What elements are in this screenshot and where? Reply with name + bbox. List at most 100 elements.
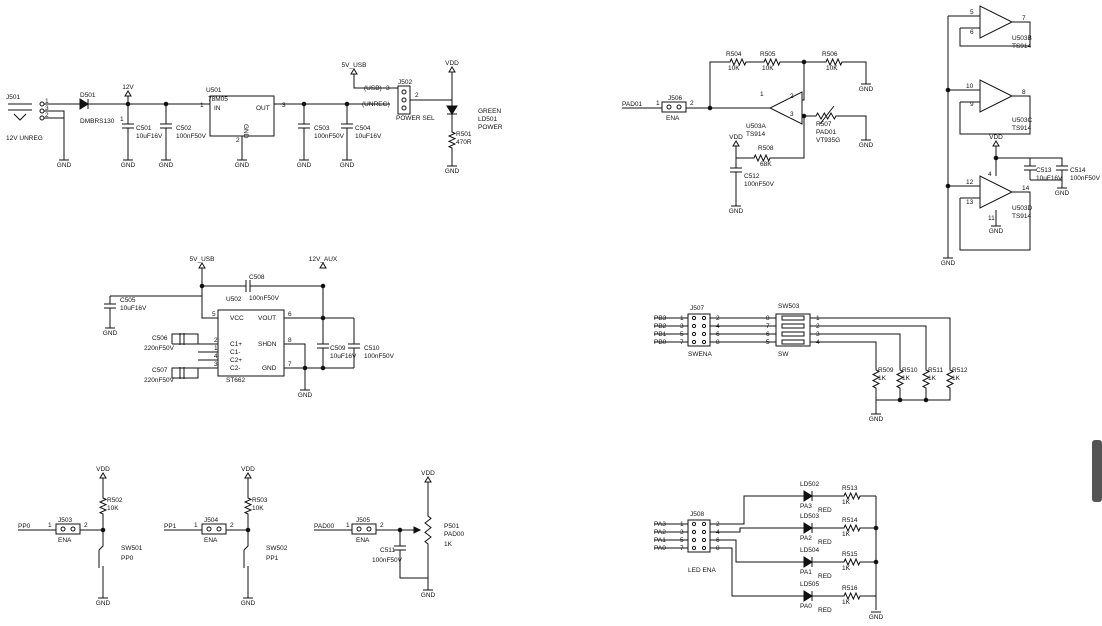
- wire: [840, 115, 867, 140]
- label-out: OUT: [256, 105, 270, 112]
- label-c512v: 100nF50V: [744, 181, 775, 188]
- label-sw502: SW502: [266, 545, 288, 552]
- junction-dot: [897, 397, 903, 403]
- pin: [691, 529, 697, 535]
- label-c503v: 100nF50V: [314, 133, 345, 140]
- label-ena: ENA: [58, 537, 72, 544]
- label-red: RED: [818, 507, 832, 514]
- wire: [810, 317, 951, 366]
- wire: [399, 550, 428, 579]
- label-gnd: GND: [340, 162, 355, 169]
- label-p1: 1: [760, 91, 764, 98]
- label-k1b: 1K: [444, 541, 453, 548]
- label-p2: 2: [214, 337, 218, 344]
- label-j504: J504: [204, 517, 218, 524]
- label-p2: 2: [84, 522, 88, 529]
- wire: [1030, 157, 1063, 166]
- label-r505: R505: [760, 51, 776, 58]
- label-c1m: C1-: [230, 349, 240, 356]
- pin: [206, 526, 212, 532]
- label-green: GREEN: [478, 108, 501, 115]
- pin: [216, 526, 222, 532]
- label-c504v: 10uF16V: [355, 133, 382, 140]
- label-vdd: VDD: [241, 466, 255, 473]
- label-p7: 7: [680, 339, 684, 346]
- pin: [356, 526, 362, 532]
- label-c502: C502: [176, 125, 192, 132]
- label-gnd: GND: [159, 162, 174, 169]
- resistor-r509: [871, 366, 881, 392]
- label-pa1: PA1: [800, 569, 812, 576]
- label-vcc: VCC: [230, 315, 244, 322]
- pot-wiper: [413, 526, 422, 534]
- label-gnd: GND: [859, 142, 874, 149]
- supply-arrow: [350, 68, 358, 75]
- label-c510: C510: [364, 345, 380, 352]
- label-pp1: PP1: [266, 555, 279, 562]
- label-r503: R503: [252, 497, 268, 504]
- label-vdd: VDD: [445, 60, 459, 67]
- junction-dot: [199, 283, 205, 289]
- label-k1: 1K: [842, 499, 851, 506]
- label-p2: 2: [236, 137, 240, 144]
- resistor-r508: [750, 153, 774, 163]
- label-p8: 8: [1022, 89, 1026, 96]
- label-u503a: U503A: [746, 123, 767, 130]
- label-p1: 1: [45, 98, 49, 105]
- supply-arrow: [244, 472, 252, 479]
- label-red: RED: [818, 539, 832, 546]
- label-p7: 7: [288, 361, 292, 368]
- label-r516: R516: [842, 585, 858, 592]
- wire: [810, 333, 901, 366]
- pin: [701, 315, 707, 321]
- wire: [810, 341, 877, 366]
- label-st662: ST662: [226, 377, 246, 384]
- label-r504: R504: [726, 51, 742, 58]
- label-u501: U501: [206, 87, 222, 94]
- label-p1: 1: [194, 522, 198, 529]
- pin: [701, 331, 707, 337]
- wire: [353, 74, 398, 89]
- label-vout: VOUT: [258, 315, 276, 322]
- label-c511: C511: [380, 547, 395, 554]
- label-pp1: PP1: [164, 523, 177, 530]
- label-r514: R514: [842, 517, 858, 524]
- pin: [691, 339, 697, 345]
- label-r501v: 470R: [456, 139, 472, 146]
- dip-switch-slider: [781, 331, 805, 337]
- label-p5: 5: [766, 339, 770, 346]
- label-r508: R508: [758, 145, 774, 152]
- label-c503: C503: [314, 125, 330, 132]
- label-p7: 7: [1022, 15, 1026, 22]
- label-c512: C512: [744, 173, 760, 180]
- label-p501: P501: [444, 523, 460, 530]
- resistor-r515: [840, 557, 864, 567]
- label-gnd: GND: [235, 162, 250, 169]
- resistor-r503: [243, 494, 253, 518]
- label-p2: 2: [230, 522, 234, 529]
- label-ld502: LD502: [800, 481, 820, 488]
- resistor-r512: [945, 366, 955, 392]
- pin: [366, 526, 372, 532]
- label-vdd: VDD: [421, 470, 435, 477]
- resistor-r516: [840, 591, 864, 601]
- wire: [959, 95, 1031, 135]
- diode-d501: [79, 98, 89, 110]
- label-r512: R512: [952, 367, 968, 374]
- wire: [171, 367, 199, 379]
- pin: [701, 537, 707, 543]
- label-k10: 10K: [107, 505, 119, 512]
- thermistor-r507: [819, 105, 835, 125]
- label-j505: J505: [356, 517, 370, 524]
- label-j502: J502: [398, 79, 412, 86]
- scrollbar-thumb[interactable]: [1092, 440, 1102, 502]
- label-p3: 3: [45, 105, 49, 112]
- charge-pump-u502: [217, 309, 285, 377]
- label-gnd: GND: [421, 592, 436, 599]
- supply-arrow: [99, 472, 107, 479]
- label-c507v: 220nF50V: [144, 377, 175, 384]
- label-p1: 1: [120, 116, 124, 123]
- wire: [284, 343, 306, 368]
- opamp-u503d: [979, 175, 1014, 209]
- pin: [401, 97, 407, 103]
